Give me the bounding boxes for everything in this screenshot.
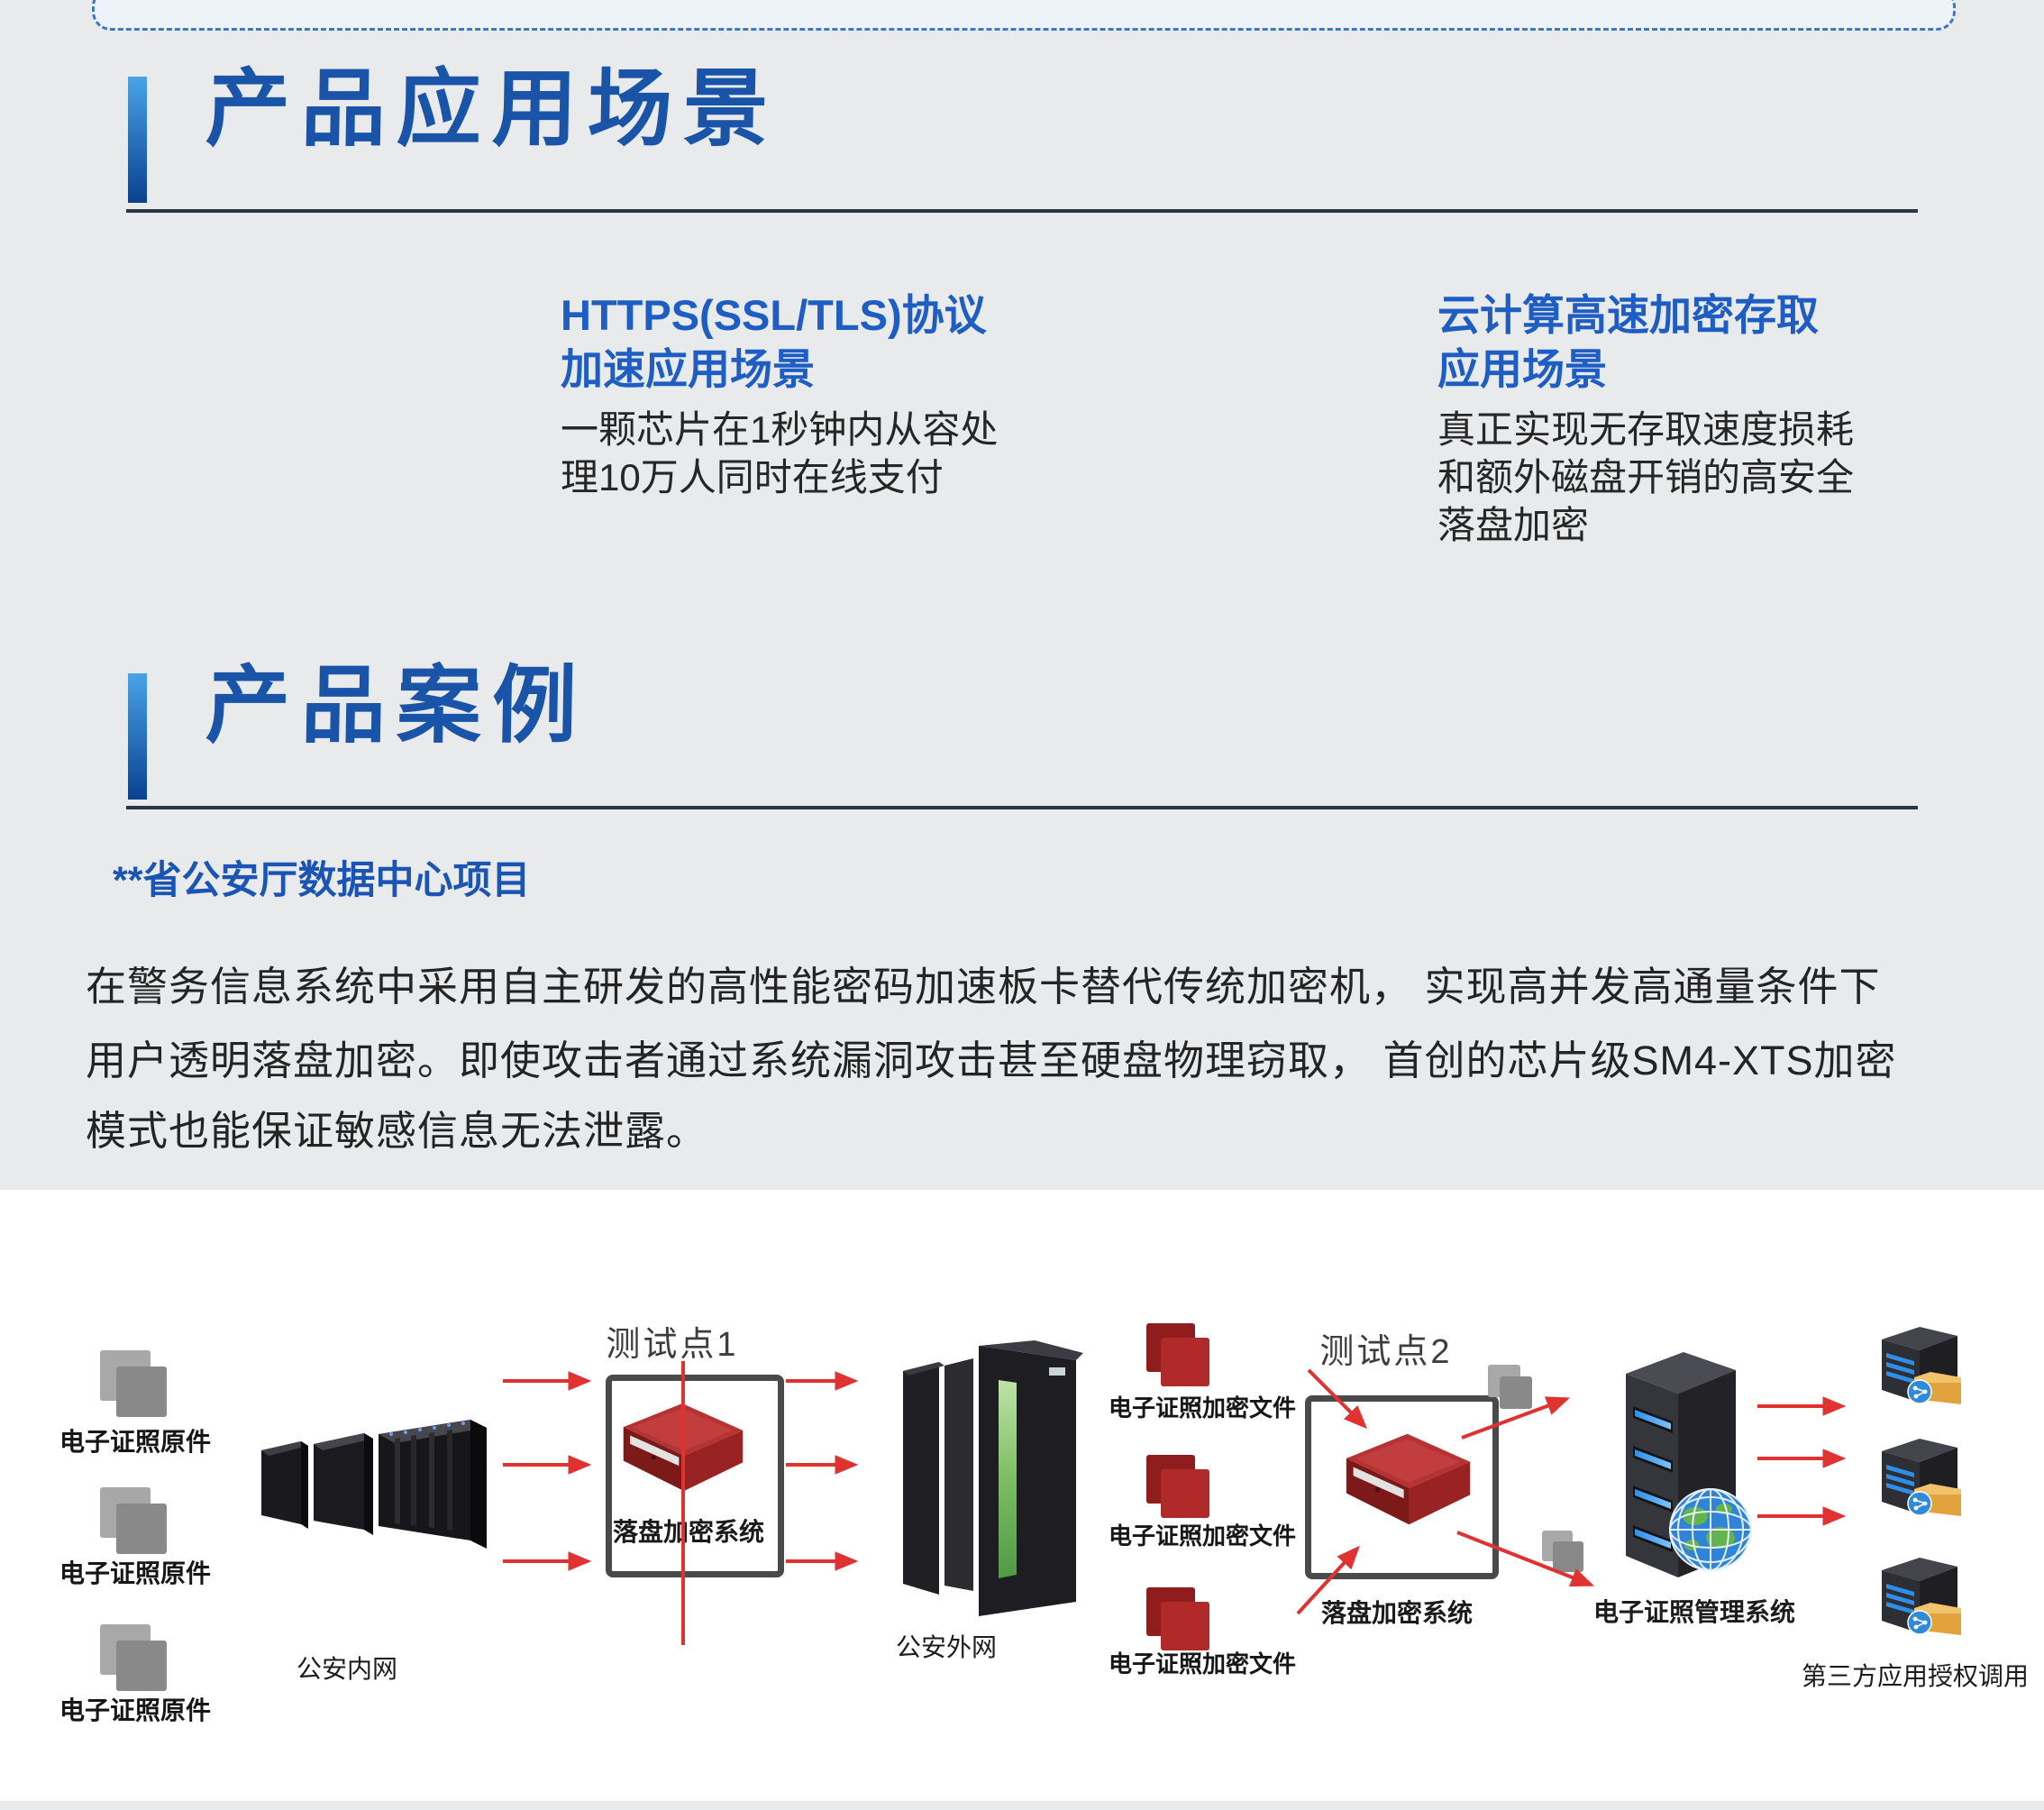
arrow — [1296, 1545, 1360, 1615]
diagram-panel: 电子证照原件 电子证照原件 电子证照原件 公安内网 测试点1 — [0, 1190, 2044, 1801]
encrypted-files-label-2: 电子证照加密文件 — [1109, 1522, 1297, 1549]
top-dashed-border-icon — [92, 0, 1956, 31]
scenario-1-desc-line-2: 理10万人同时在线支付 — [561, 456, 944, 498]
accent-bar — [128, 673, 147, 800]
scenario-2-title-line-1: 云计算高速加密存取 — [1437, 291, 1819, 339]
scenario-2-desc: 真正实现无存取速度损耗 和额外磁盘开销的高安全 落盘加密 — [1437, 406, 1854, 549]
scenario-2-desc-line-1: 真正实现无存取速度损耗 — [1437, 408, 1855, 451]
extranet-label: 公安外网 — [895, 1633, 997, 1661]
document-stack-icon — [1488, 1365, 1532, 1409]
encrypt-system-label-1: 落盘加密系统 — [612, 1518, 764, 1546]
encrypted-document-stack-icon — [1146, 1455, 1209, 1518]
mini-server-icon — [1882, 1558, 1961, 1635]
origin-files-label-3: 电子证照原件 — [59, 1696, 211, 1724]
server-tower-icon — [903, 1340, 1083, 1616]
test-point-2-title: 测试点2 — [1319, 1333, 1453, 1371]
management-system-label: 电子证照管理系统 — [1592, 1598, 1795, 1626]
accent-bar — [128, 77, 147, 203]
third-party-label: 第三方应用授权调用 — [1801, 1662, 2029, 1690]
section-divider — [126, 806, 1918, 809]
encryptor-icon — [1346, 1433, 1471, 1525]
arrow — [1456, 1531, 1595, 1587]
encrypted-files-label-1: 电子证照加密文件 — [1109, 1394, 1297, 1421]
section-title-cases: 产品案例 — [205, 658, 589, 753]
encrypted-files-label-3: 电子证照加密文件 — [1109, 1650, 1297, 1677]
scenario-2-title: 云计算高速加密存取 应用场景 — [1437, 288, 1819, 397]
scenario-1-desc: 一颗芯片在1秒钟内从容处 理10万人同时在线支付 — [561, 406, 998, 501]
arrow — [1307, 1368, 1368, 1430]
document-stack-icon — [100, 1350, 167, 1417]
encrypted-document-stack-icon — [1146, 1587, 1209, 1650]
intranet-label: 公安内网 — [296, 1655, 397, 1683]
case-subtitle: **省公安厅数据中心项目 — [113, 859, 531, 902]
document-stack-icon — [1542, 1531, 1583, 1572]
arrow — [1461, 1396, 1571, 1440]
section-divider — [126, 209, 1918, 213]
mini-server-icon — [1882, 1439, 1961, 1516]
server-rack-icon — [261, 1420, 487, 1549]
origin-files-label-2: 电子证照原件 — [59, 1559, 211, 1587]
scenario-2-desc-line-3: 落盘加密 — [1437, 504, 1590, 546]
encrypted-document-stack-icon — [1146, 1323, 1209, 1386]
scenario-1-title: HTTPS(SSL/TLS)协议 加速应用场景 — [561, 288, 987, 397]
scenario-1-title-line-2: 加速应用场景 — [561, 345, 815, 393]
document-stack-icon — [100, 1487, 167, 1554]
test-point-1-title: 测试点1 — [606, 1326, 739, 1364]
scenario-2-title-line-2: 应用场景 — [1437, 345, 1607, 393]
globe-icon — [1669, 1488, 1752, 1571]
case-paragraph-line-3: 模式也能保证敏感信息无法泄露。 — [86, 1108, 708, 1154]
flow-arrows — [503, 1361, 1847, 1645]
document-stack-icon — [100, 1624, 167, 1691]
origin-files-label-1: 电子证照原件 — [59, 1428, 211, 1456]
scenario-2-desc-line-2: 和额外磁盘开销的高安全 — [1437, 456, 1855, 498]
case-paragraph-line-2: 用户透明落盘加密。即使攻击者通过系统漏洞攻击甚至硬盘物理窃取， 首创的芯片级SM… — [86, 1038, 1897, 1083]
scenario-1-title-line-1: HTTPS(SSL/TLS)协议 — [561, 291, 987, 339]
mini-server-icon — [1882, 1327, 1961, 1404]
encrypt-system-label-2: 落盘加密系统 — [1320, 1599, 1473, 1627]
scenario-1-desc-line-1: 一颗芯片在1秒钟内从容处 — [561, 408, 999, 451]
section-title-scenarios: 产品应用场景 — [205, 61, 780, 156]
case-paragraph-line-1: 在警务信息系统中采用自主研发的高性能密码加速板卡替代传统加密机， 实现高并发高通… — [86, 964, 1881, 1010]
